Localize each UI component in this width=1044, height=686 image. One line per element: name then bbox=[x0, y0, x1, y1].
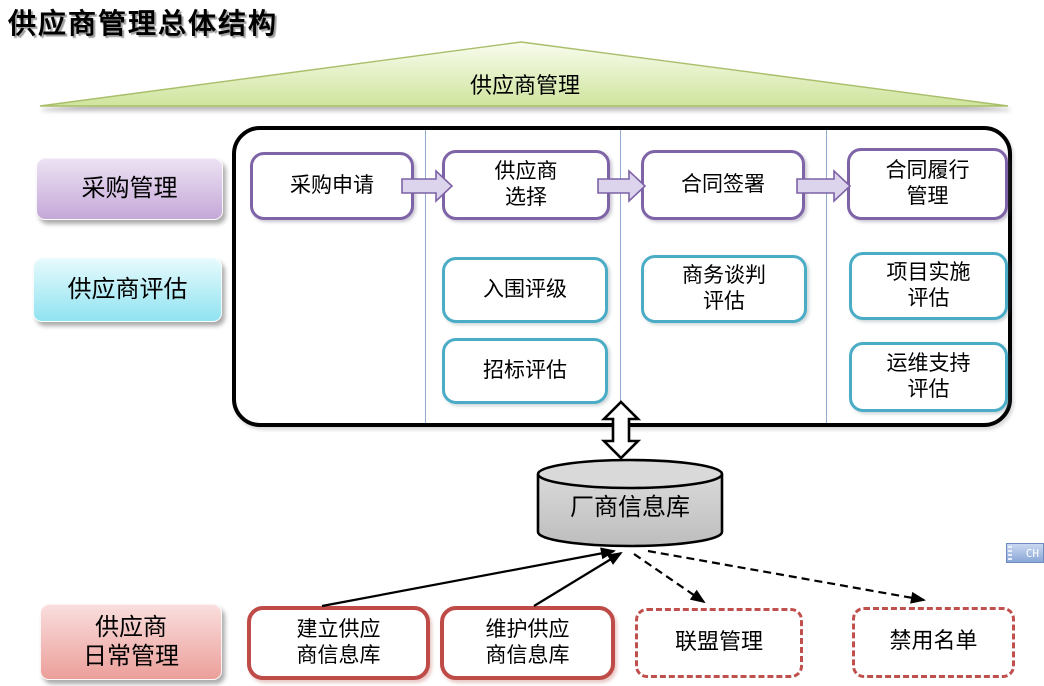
page-title: 供应商管理总体结构 bbox=[8, 7, 279, 40]
connector-alliance bbox=[633, 553, 706, 604]
box-create-supplier-db: 建立供应 商信息库 bbox=[247, 606, 430, 680]
connector-maintain-db bbox=[533, 551, 623, 607]
label-supplier-evaluation: 供应商评估 bbox=[33, 258, 222, 322]
lane-divider-3 bbox=[826, 130, 827, 423]
box-contract-signing: 合同签署 bbox=[641, 150, 805, 220]
ime-grip-handle[interactable] bbox=[1008, 546, 1012, 560]
box-maintain-supplier-db: 维护供应 商信息库 bbox=[440, 606, 615, 680]
box-purchase-request: 采购申请 bbox=[250, 152, 414, 220]
connector-blacklist bbox=[647, 549, 926, 604]
connector-create-db bbox=[321, 547, 616, 608]
box-supplier-selection: 供应商 选择 bbox=[442, 150, 610, 220]
database-label: 厂商信息库 bbox=[570, 493, 690, 522]
pyramid-label: 供应商管理 bbox=[469, 73, 580, 99]
box-shortlist-rating: 入围评级 bbox=[442, 257, 608, 323]
box-contract-performance: 合同履行 管理 bbox=[847, 148, 1008, 220]
ime-language-label: CH bbox=[1025, 546, 1039, 560]
ime-language-button[interactable]: CH bbox=[1006, 543, 1044, 563]
box-negotiation-evaluation: 商务谈判 评估 bbox=[641, 255, 807, 323]
label-procurement-management: 采购管理 bbox=[36, 158, 223, 220]
lane-divider-2 bbox=[620, 130, 621, 423]
box-maintenance-support-evaluation: 运维支持 评估 bbox=[849, 342, 1008, 412]
label-supplier-daily-management: 供应商 日常管理 bbox=[40, 604, 222, 680]
box-implementation-evaluation: 项目实施 评估 bbox=[849, 252, 1008, 320]
lane-divider-1 bbox=[425, 130, 426, 423]
box-bidding-evaluation: 招标评估 bbox=[442, 338, 608, 404]
box-blacklist: 禁用名单 bbox=[852, 607, 1015, 678]
database-cylinder-top bbox=[536, 458, 724, 490]
box-alliance-management: 联盟管理 bbox=[635, 608, 803, 678]
